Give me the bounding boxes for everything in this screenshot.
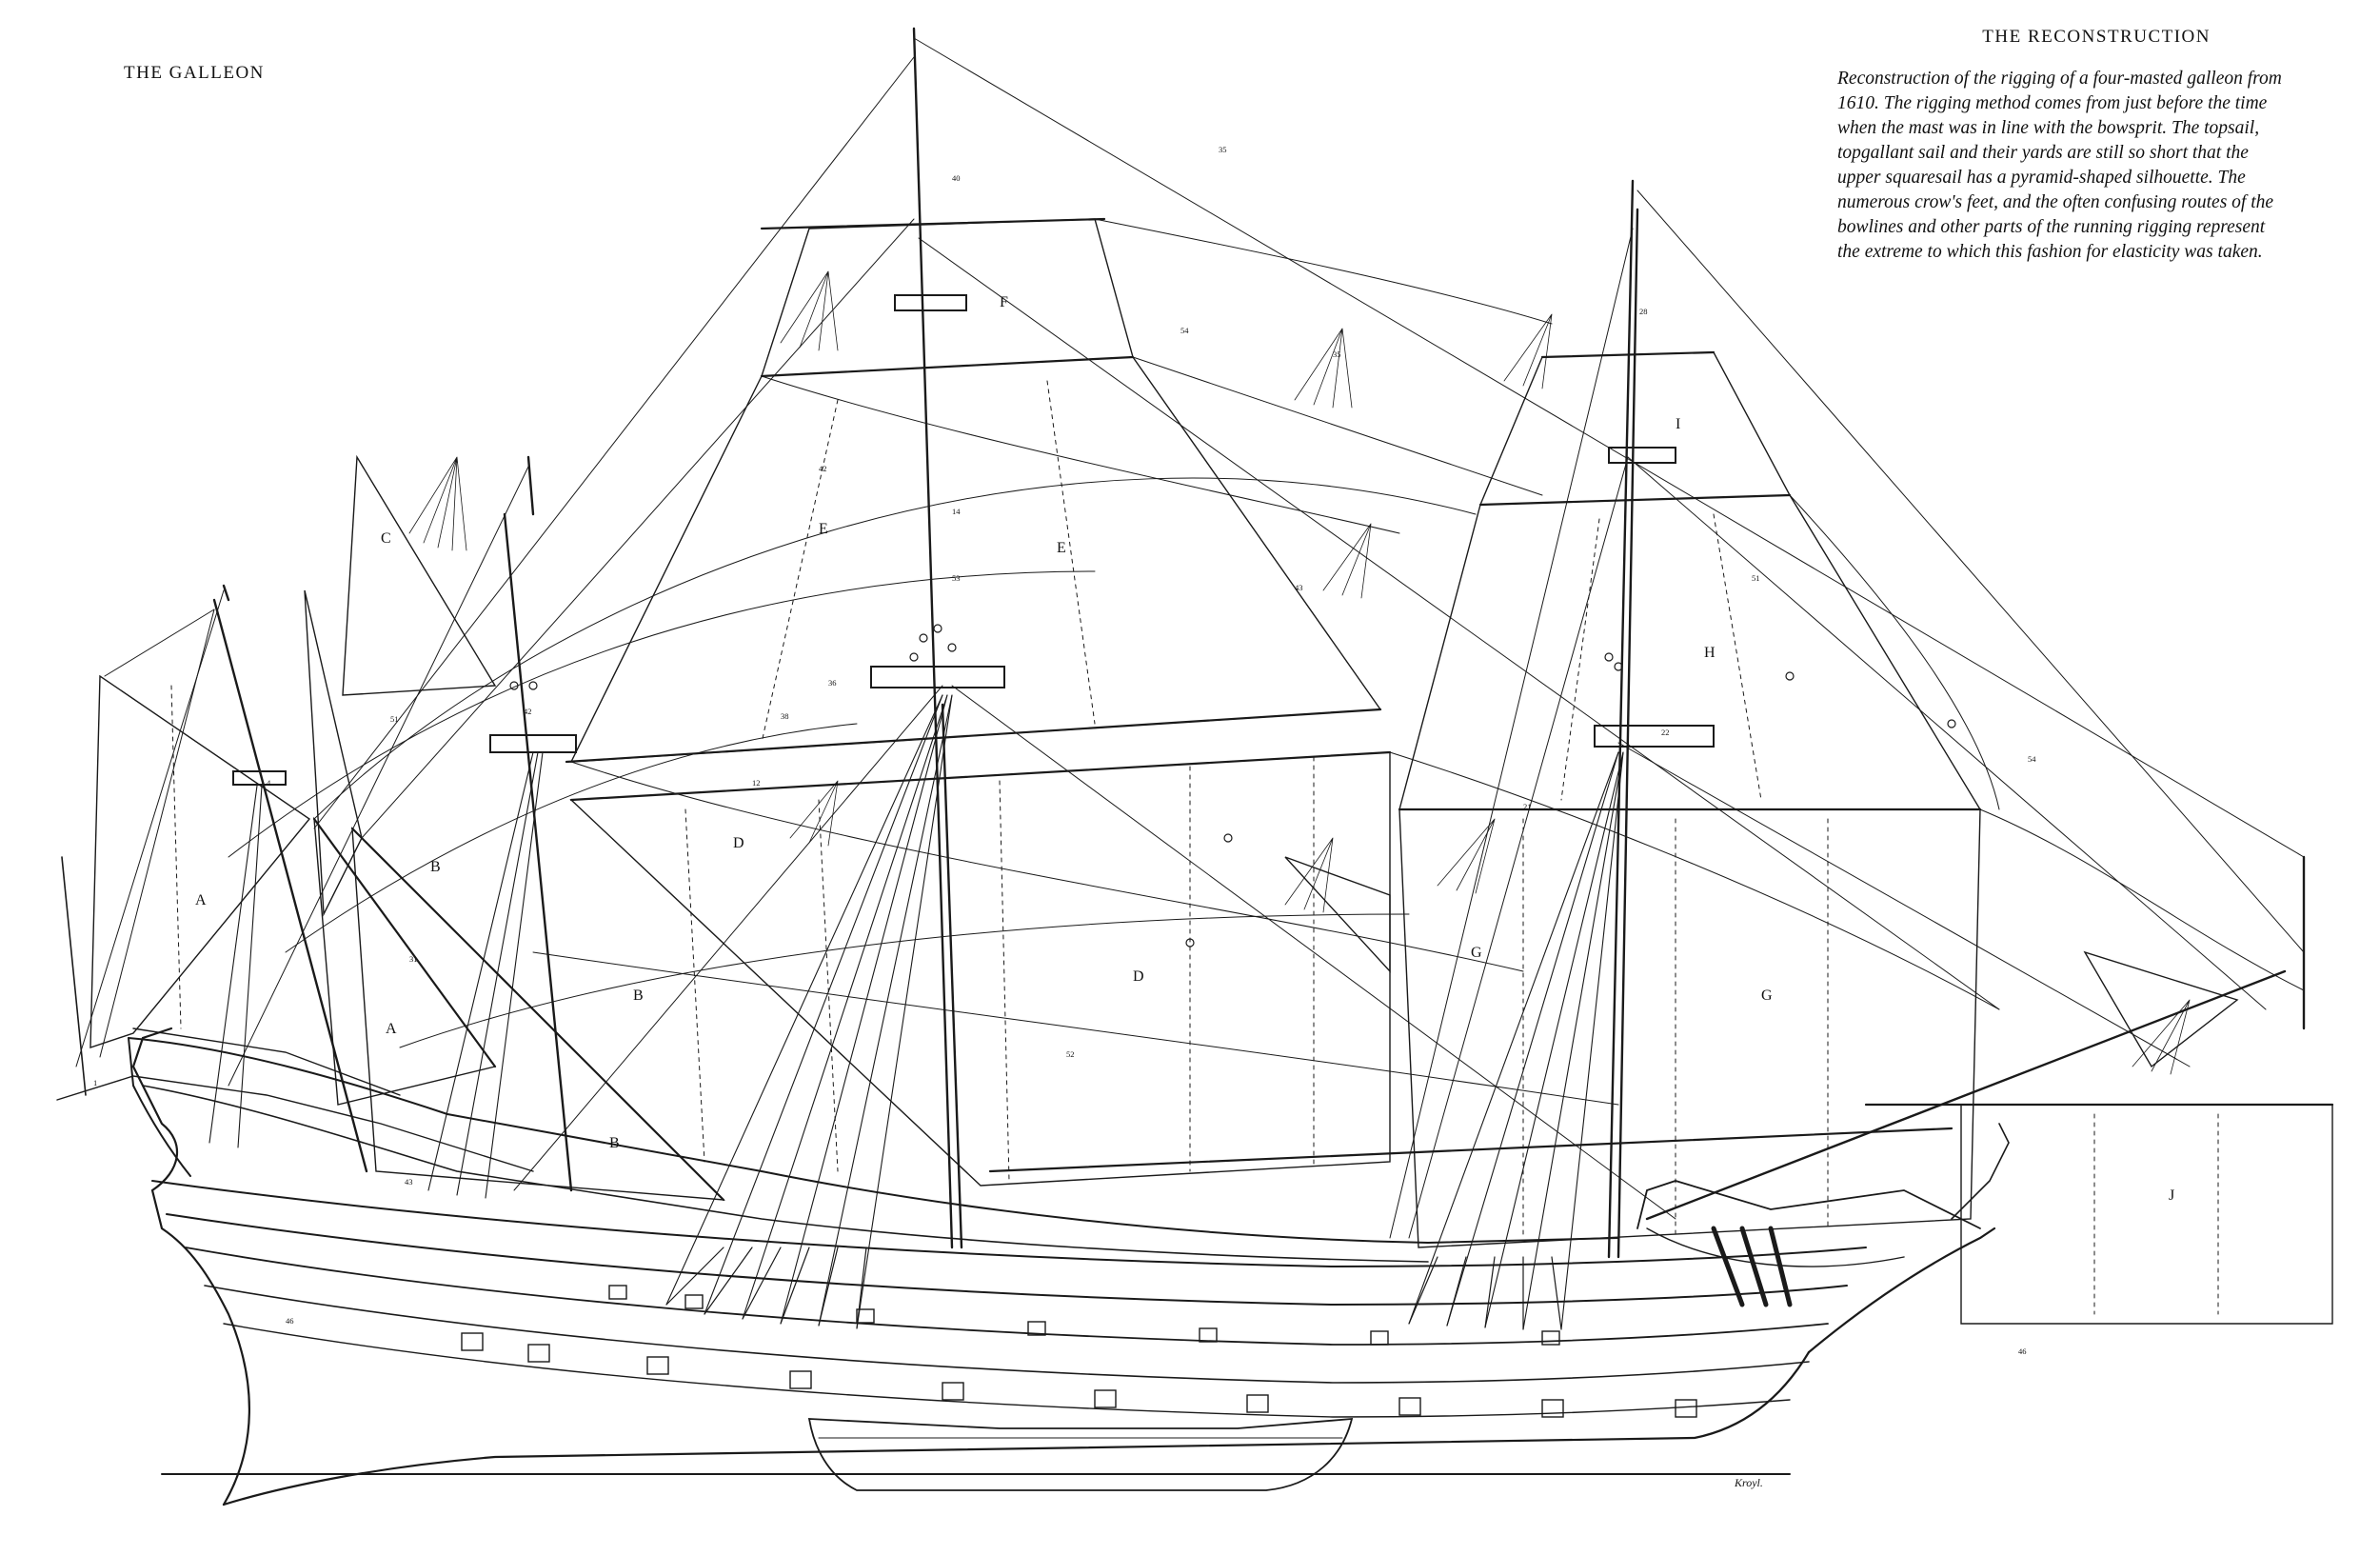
sail-labels: A A B B B C D D E E F G G H I J: [195, 294, 2174, 1204]
svg-text:53: 53: [952, 573, 961, 583]
running-head-left: THE GALLEON: [124, 63, 265, 83]
mast-tops: [232, 294, 1715, 786]
sail-label-a2: A: [386, 1021, 397, 1037]
sail-label-i: I: [1676, 416, 1680, 432]
sail-label-a: A: [195, 892, 207, 908]
svg-text:36: 36: [828, 678, 837, 688]
svg-text:52: 52: [1066, 1049, 1075, 1059]
svg-text:43: 43: [405, 1177, 413, 1187]
svg-text:35: 35: [1333, 349, 1341, 359]
svg-text:51: 51: [1752, 573, 1760, 583]
rigging-numbers: 1 4 12 14 21 22 28 31 35 35 36 38 40 42 …: [93, 145, 2036, 1356]
sail-label-d: D: [733, 835, 744, 851]
svg-text:43: 43: [1295, 583, 1303, 592]
svg-text:42: 42: [819, 464, 827, 473]
svg-text:38: 38: [781, 711, 789, 721]
hull: [56, 1027, 2010, 1506]
sail-label-h: H: [1704, 645, 1716, 661]
sail-label-b: B: [430, 859, 441, 875]
blocks: [509, 624, 1956, 948]
svg-text:14: 14: [952, 507, 961, 516]
sail-label-j: J: [2169, 1187, 2174, 1204]
svg-text:51: 51: [390, 714, 399, 724]
sails: [89, 218, 2333, 1325]
sail-label-e2: E: [1057, 540, 1066, 556]
svg-text:46: 46: [2018, 1347, 2027, 1356]
svg-text:54: 54: [1180, 326, 1189, 335]
masts: [212, 27, 2306, 1259]
svg-text:22: 22: [1661, 728, 1670, 737]
sail-label-g: G: [1471, 945, 1482, 961]
caption-text: Reconstruction of the rigging of a four-…: [1837, 69, 2282, 262]
svg-text:21: 21: [1523, 802, 1532, 811]
running-head-right: THE RECONSTRUCTION: [1982, 27, 2211, 47]
svg-text:12: 12: [752, 778, 761, 788]
sail-label-f: F: [1000, 294, 1008, 310]
sail-label-c: C: [381, 530, 391, 547]
rigging: [61, 37, 2305, 1330]
svg-text:42: 42: [524, 707, 532, 716]
sail-label-b3: B: [609, 1135, 620, 1151]
svg-text:46: 46: [286, 1316, 294, 1326]
svg-text:40: 40: [952, 173, 961, 183]
svg-text:1: 1: [93, 1078, 97, 1087]
artist-signature: Kroyl.: [1735, 1476, 1763, 1489]
sail-label-e: E: [819, 521, 828, 537]
yards: [312, 217, 2334, 1202]
svg-text:54: 54: [2028, 754, 2036, 764]
svg-text:28: 28: [1639, 307, 1648, 316]
svg-text:35: 35: [1219, 145, 1227, 154]
svg-text:31: 31: [409, 954, 418, 964]
sail-label-g2: G: [1761, 987, 1773, 1004]
svg-text:4: 4: [267, 778, 271, 788]
sail-label-b2: B: [633, 987, 644, 1004]
sail-label-d2: D: [1133, 968, 1144, 985]
